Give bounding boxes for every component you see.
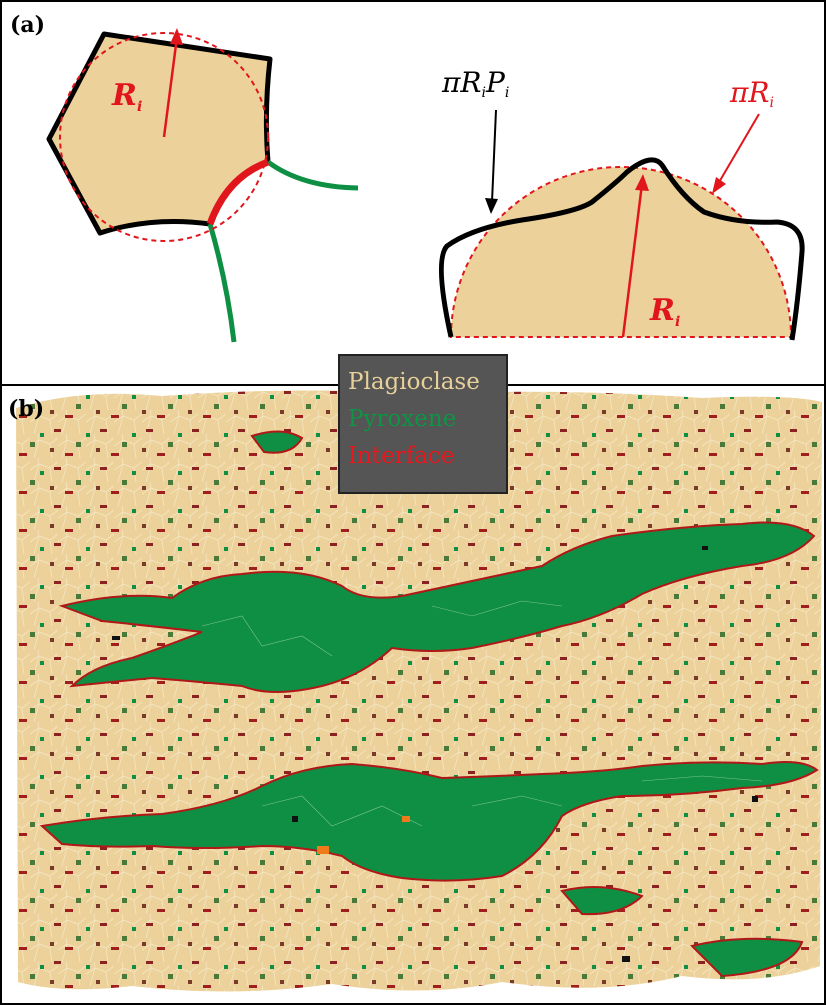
perimeter-arrow xyxy=(491,109,497,203)
right-radius-label: Ri xyxy=(649,293,680,330)
panel-a: Ri Ri πRiPi πRi (a) xyxy=(0,0,826,386)
pyroxene-boundary-lower xyxy=(207,223,237,343)
legend-plagioclase: Plagioclase xyxy=(348,369,480,395)
pyroxene-patch-top xyxy=(250,430,304,454)
right-radius-arrow xyxy=(621,183,644,338)
legend-pyroxene: Pyroxene xyxy=(348,406,457,432)
pyroxene-patch-bottom xyxy=(560,886,644,916)
left-equivalent-circle xyxy=(59,32,269,242)
left-radius-arrow xyxy=(162,36,179,138)
panel-b-label: (b) xyxy=(8,396,45,422)
semicircle-label: πRi xyxy=(729,76,774,111)
interface-segment xyxy=(206,158,270,226)
right-semicircle xyxy=(451,167,791,337)
perimeter-label: πRiPi xyxy=(441,66,509,101)
pyroxene-boundary-upper xyxy=(266,159,359,191)
semicircle-arrow xyxy=(717,113,760,185)
right-semicircle-outline xyxy=(449,166,793,338)
right-grain-perimeter xyxy=(438,157,805,341)
legend: Plagioclase Pyroxene Interface xyxy=(338,354,508,494)
legend-interface: Interface xyxy=(348,443,455,469)
pyroxene-patch-corner xyxy=(690,937,804,978)
microstructure-map xyxy=(16,390,822,992)
panel-a-diagram: Ri Ri πRiPi πRi xyxy=(46,28,805,343)
panel-a-label: (a) xyxy=(10,12,46,38)
left-radius-label: Ri xyxy=(111,78,142,115)
panel-b: (b) xyxy=(0,384,826,1005)
